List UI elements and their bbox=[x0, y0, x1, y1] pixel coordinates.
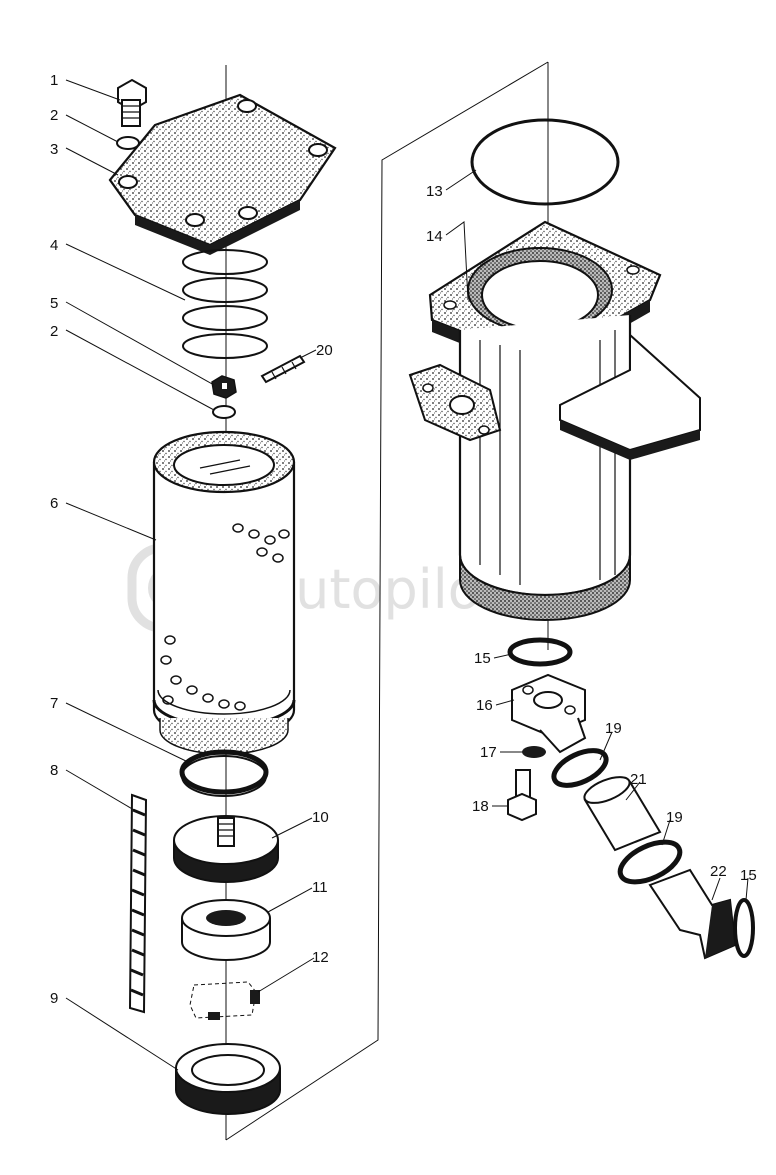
part-spring-4 bbox=[182, 249, 268, 359]
callout-16: 16 bbox=[476, 697, 493, 714]
part-filter-element-6 bbox=[152, 430, 296, 755]
callout-2: 2 bbox=[50, 107, 58, 124]
callout-21: 21 bbox=[630, 771, 647, 788]
callout-6: 6 bbox=[50, 495, 58, 512]
callout-9: 9 bbox=[50, 990, 58, 1007]
callout-10: 10 bbox=[312, 809, 329, 826]
part-elbow-22 bbox=[648, 868, 737, 960]
part-cover-3 bbox=[108, 93, 337, 255]
callout-19a: 19 bbox=[605, 720, 622, 737]
callout-5: 5 bbox=[50, 295, 58, 312]
callout-1: 1 bbox=[50, 72, 58, 89]
part-washer-17 bbox=[522, 746, 546, 758]
part-o-ring-15b bbox=[733, 898, 755, 958]
callout-11: 11 bbox=[312, 879, 328, 896]
part-o-ring-15 bbox=[507, 637, 573, 667]
callout-7: 7 bbox=[50, 695, 58, 712]
part-pin-20 bbox=[260, 354, 306, 384]
part-washer-11 bbox=[181, 899, 271, 961]
part-nut-5 bbox=[211, 375, 237, 399]
part-bolt-18 bbox=[507, 769, 537, 822]
callout-22: 22 bbox=[710, 863, 727, 880]
callout-17: 17 bbox=[480, 744, 497, 761]
assembly-bracket-line bbox=[225, 61, 549, 1141]
callout-20: 20 bbox=[316, 342, 333, 359]
part-ring-nut-9 bbox=[175, 1043, 281, 1115]
part-ring-7 bbox=[179, 749, 269, 797]
callout-2b: 2 bbox=[50, 323, 58, 340]
callout-12: 12 bbox=[312, 949, 329, 966]
callout-18: 18 bbox=[472, 798, 489, 815]
part-screws-12 bbox=[189, 981, 260, 1020]
part-o-ring-19b bbox=[617, 839, 683, 885]
part-sleeve-21 bbox=[583, 776, 662, 852]
callout-3: 3 bbox=[50, 141, 58, 158]
callout-15: 15 bbox=[474, 650, 491, 667]
callout-15b: 15 bbox=[740, 867, 757, 884]
callout-19b: 19 bbox=[666, 809, 683, 826]
part-bolt-1 bbox=[117, 78, 147, 127]
part-o-ring-19a bbox=[551, 748, 609, 788]
callout-4: 4 bbox=[50, 237, 58, 254]
callout-8: 8 bbox=[50, 762, 58, 779]
part-disc-10 bbox=[173, 815, 279, 883]
callout-13: 13 bbox=[426, 183, 443, 200]
callout-labels: 1 2 3 4 5 2 20 6 7 8 10 11 12 9 13 14 15… bbox=[50, 72, 757, 1007]
part-housing-14 bbox=[408, 220, 701, 621]
part-flange-16 bbox=[511, 673, 587, 754]
leader-lines bbox=[65, 79, 749, 1071]
callout-14: 14 bbox=[426, 228, 443, 245]
part-o-ring-13 bbox=[470, 118, 620, 206]
part-washer-2b bbox=[212, 405, 236, 419]
part-gasket-strip-8 bbox=[128, 793, 148, 1014]
